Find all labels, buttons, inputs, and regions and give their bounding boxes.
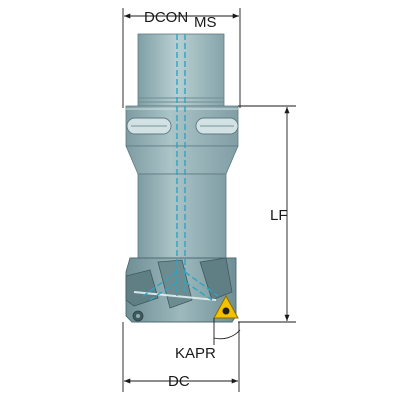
tool-body <box>125 33 239 323</box>
kapr-angle-arc <box>213 329 241 340</box>
triangular-insert-icon <box>213 294 239 319</box>
ms-label: MS <box>194 14 217 31</box>
kapr-label: KAPR <box>175 345 216 362</box>
body-taper <box>125 145 239 175</box>
dimension-lines <box>122 8 296 392</box>
shank <box>137 33 225 107</box>
chip-pocket-right <box>199 257 233 301</box>
dc-label: DC <box>168 373 190 390</box>
lf-label: LF <box>270 207 288 224</box>
chip-pocket-left <box>125 269 159 307</box>
dcon-label: DCON <box>144 9 188 26</box>
coolant-channels <box>142 34 219 301</box>
body-shaft <box>137 173 227 259</box>
